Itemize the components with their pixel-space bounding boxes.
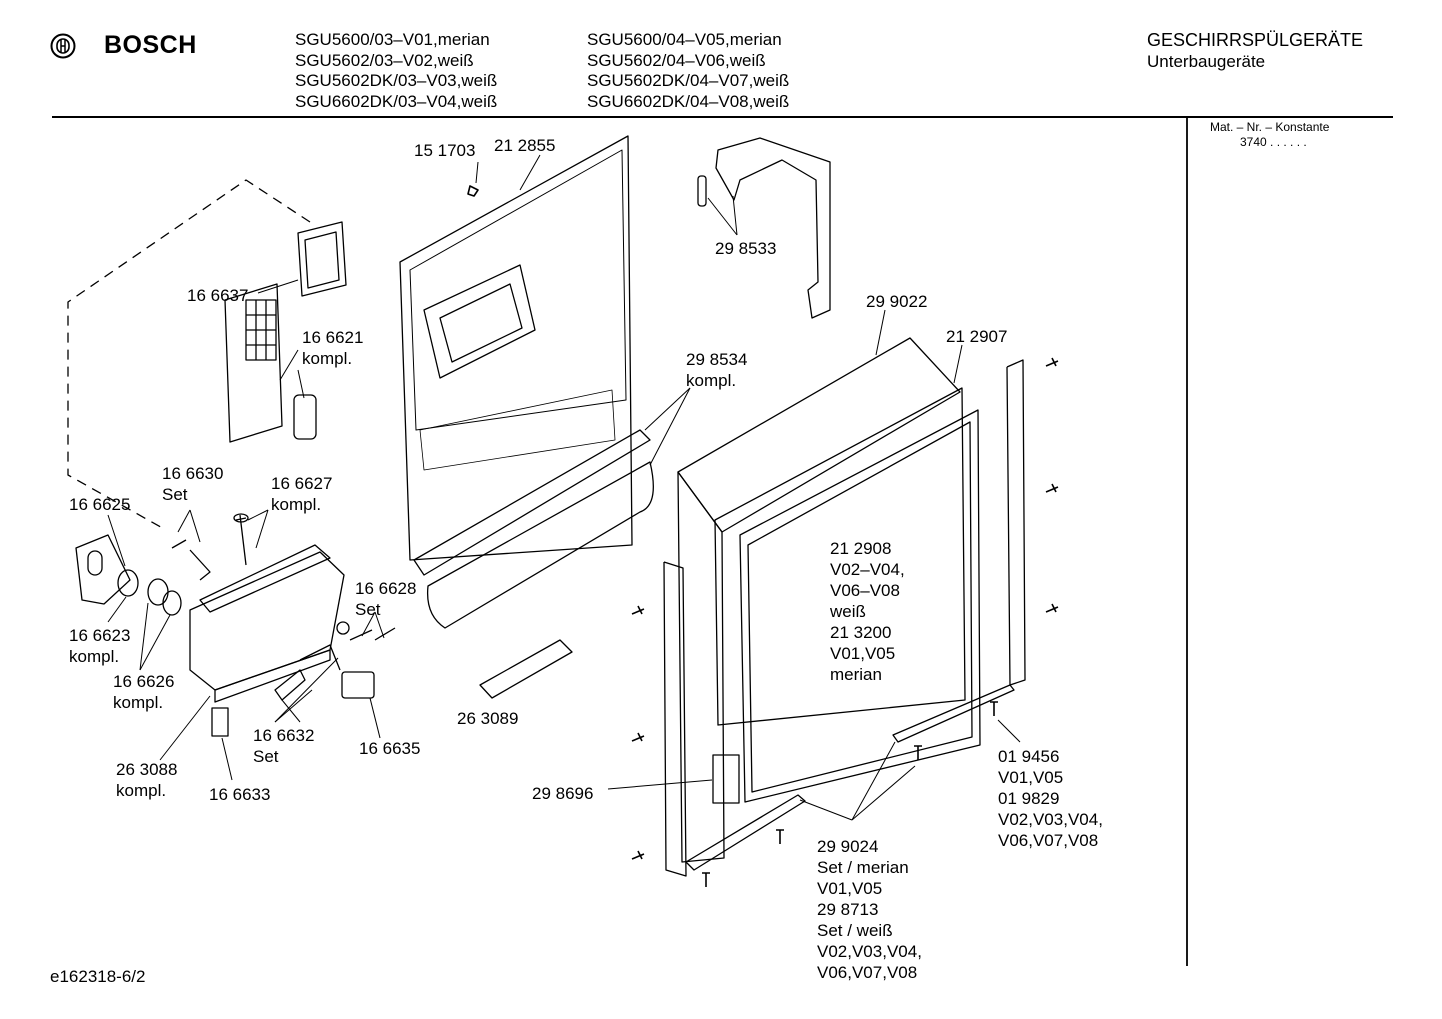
part-label-263089: 26 3089 [457, 709, 519, 728]
filter-part-166621 [224, 283, 317, 443]
category-title: GESCHIRRSPÜLGERÄTE [1147, 30, 1364, 50]
ring-166626b [162, 590, 182, 616]
part-label-166632: 16 6632 Set [253, 726, 315, 766]
part-label-166627: 16 6627 kompl. [271, 474, 333, 514]
clip-166632 [274, 644, 341, 701]
part-label-212855: 21 2855 [494, 136, 556, 155]
plate-166633 [211, 707, 229, 737]
part-label-212908: 21 2908 V02–V04, V06–V08 weiß 21 3200 V0… [830, 539, 905, 684]
model-entry: SGU5602/04–V06,weiß [587, 50, 766, 70]
part-label-166635: 16 6635 [359, 739, 421, 758]
material-number-label: Mat. – Nr. – Konstante [1210, 120, 1330, 134]
model-entry: SGU5600/04–V05,merian [587, 30, 782, 49]
bottom-rail-299024 [685, 794, 806, 871]
model-entry: SGU6602DK/03–V04,weiß [295, 91, 498, 111]
part-label-263088: 26 3088 kompl. [116, 760, 178, 800]
spring-166628 [349, 627, 396, 641]
screw-icons [467, 185, 1059, 887]
model-list-left: SGU5600/03–V01,merian SGU5602/03–V02,wei… [295, 30, 497, 112]
part-label-166625: 16 6625 [69, 495, 131, 514]
part-label-166621: 16 6621 kompl. [302, 328, 364, 368]
pin-166627 [235, 514, 247, 566]
ring-166623 [117, 569, 139, 597]
bottom-rail-upper [892, 684, 1015, 743]
switch-166635 [341, 671, 375, 699]
outer-door-299022 [677, 337, 961, 863]
part-label-166633: 16 6633 [209, 785, 271, 804]
material-number-value: 3740 . . . . . . [1240, 135, 1307, 149]
part-label-299024: 29 9024 Set / merian V01,V05 29 8713 Set… [817, 837, 922, 982]
hinge-263089 [479, 639, 573, 699]
part-label-166628: 16 6628 Set [355, 579, 417, 619]
leader-lines [107, 154, 1021, 821]
part-label-166630: 16 6630 Set [162, 464, 224, 504]
panel-212907 [712, 387, 981, 804]
model-entry: SGU5600/03–V01,merian [295, 30, 490, 49]
assembly-dashed-line [67, 179, 311, 531]
part-label-298533: 29 8533 [715, 239, 777, 258]
inner-door-panel-212855 [399, 135, 633, 561]
part-label-166623: 16 6623 kompl. [69, 626, 131, 666]
bracket-298533 [697, 137, 831, 319]
side-rail-right [1006, 359, 1026, 686]
part-label-151703: 15 1703 [414, 141, 476, 160]
bosch-logo-icon [50, 33, 76, 59]
model-entry: SGU6602DK/04–V08,weiß [587, 91, 790, 111]
part-label-299022: 29 9022 [866, 292, 928, 311]
part-label-166626: 16 6626 kompl. [113, 672, 175, 712]
part-label-298534: 29 8534 kompl. [686, 350, 748, 390]
model-list-right: SGU5600/04–V05,merian SGU5602/04–V06,wei… [587, 30, 789, 112]
spring-166630 [171, 539, 211, 581]
part-label-166637: 16 6637 [187, 286, 249, 305]
hinge-strip-298534 [413, 429, 654, 629]
side-rail-298696 [663, 561, 687, 877]
model-entry: SGU5602/03–V02,weiß [295, 50, 474, 70]
model-entry: SGU5602DK/03–V03,weiß [295, 71, 498, 90]
part-label-212907: 21 2907 [946, 327, 1008, 346]
subcategory-title: Unterbaugeräte [1147, 52, 1266, 71]
part-label-019456: 01 9456 V01,V05 01 9829 V02,V03,V04, V06… [998, 747, 1103, 850]
model-entry: SGU5602DK/04–V07,weiß [587, 71, 790, 90]
drawing-id: e162318-6/2 [50, 967, 146, 986]
frame-part-166637 [297, 221, 347, 297]
ring-166626 [147, 578, 169, 606]
cover-166625 [75, 534, 131, 605]
control-module-263088 [189, 544, 345, 703]
brand-name: BOSCH [104, 31, 197, 59]
part-label-298696: 29 8696 [532, 784, 594, 803]
